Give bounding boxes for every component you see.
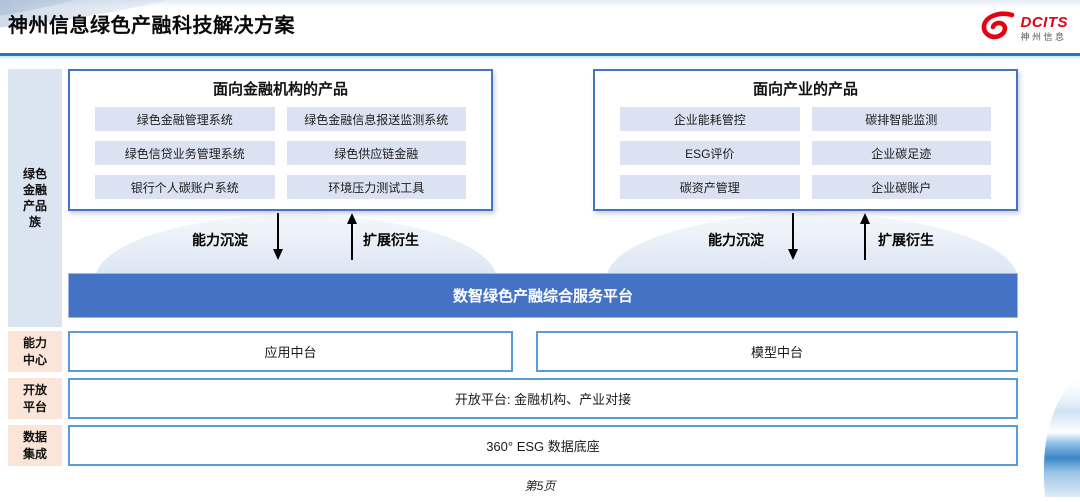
product-chip: 碳排智能监测 — [811, 107, 991, 131]
product-chip: 企业碳账户 — [811, 175, 991, 199]
row-box-app-middle-platform: 应用中台 — [68, 331, 513, 372]
flow-label-capability: 能力沉淀 — [708, 232, 764, 248]
group-box-industry-products: 面向产业的产品 企业能耗管控 碳排智能监测 ESG评价 企业碳足迹 碳资产管理 … — [593, 69, 1018, 211]
product-chip: 企业能耗管控 — [620, 107, 800, 131]
product-chip: 绿色信贷业务管理系统 — [95, 141, 275, 165]
up-arrow-icon — [345, 213, 359, 266]
product-chip: 绿色金融管理系统 — [95, 107, 275, 131]
chip-grid: 绿色金融管理系统 绿色金融信息报送监测系统 绿色信贷业务管理系统 绿色供应链金融… — [95, 107, 466, 199]
logo-brand-cn-text: 神州信息 — [1020, 32, 1067, 42]
product-chip: 环境压力测试工具 — [286, 175, 466, 199]
sidebar-item-capability-center: 能力 中心 — [8, 331, 62, 372]
flow-label-expand: 扩展衍生 — [878, 232, 934, 248]
product-chip: 绿色供应链金融 — [286, 141, 466, 165]
sidebar-item-green-finance-products: 绿色 金融 产品 族 — [8, 69, 62, 327]
bottom-right-swoosh-decoration — [1016, 375, 1080, 502]
logo-brand-text: DCITS — [1020, 14, 1068, 31]
platform-bar: 数智绿色产融综合服务平台 — [68, 273, 1018, 318]
row-box-model-middle-platform: 模型中台 — [536, 331, 1018, 372]
product-chip: 企业碳足迹 — [811, 141, 991, 165]
top-gradient-strip — [0, 0, 1080, 8]
row-box-esg-data-base: 360° ESG 数据底座 — [68, 425, 1018, 466]
group-title: 面向金融机构的产品 — [212, 81, 348, 98]
up-arrow-icon — [858, 213, 872, 266]
page-title: 神州信息绿色产融科技解决方案 — [8, 15, 295, 37]
sidebar-item-data-integration: 数据 集成 — [8, 425, 62, 466]
product-chip: ESG评价 — [620, 141, 800, 165]
down-arrow-icon — [271, 213, 285, 266]
header-divider — [0, 53, 1080, 56]
product-chip: 绿色金融信息报送监测系统 — [286, 107, 466, 131]
dcits-swirl-icon — [979, 10, 1017, 47]
product-chip: 银行个人碳账户系统 — [95, 175, 275, 199]
row-box-open-platform: 开放平台: 金融机构、产业对接 — [68, 378, 1018, 419]
group-title: 面向产业的产品 — [752, 81, 858, 98]
dome-decoration-layer — [0, 211, 1080, 273]
dcits-logo: DCITS 神州信息 — [979, 10, 1069, 47]
page-number: 第5页 — [524, 479, 556, 493]
flow-label-expand: 扩展衍生 — [363, 232, 419, 248]
chip-grid: 企业能耗管控 碳排智能监测 ESG评价 企业碳足迹 碳资产管理 企业碳账户 — [620, 107, 991, 199]
dome-decoration — [95, 215, 497, 273]
dome-decoration — [606, 214, 1018, 273]
header-divider-fade — [0, 56, 1080, 60]
product-chip: 碳资产管理 — [620, 175, 800, 199]
flow-label-capability: 能力沉淀 — [192, 232, 248, 248]
sidebar-item-open-platform: 开放 平台 — [8, 378, 62, 419]
group-box-financial-products: 面向金融机构的产品 绿色金融管理系统 绿色金融信息报送监测系统 绿色信贷业务管理… — [68, 69, 493, 211]
down-arrow-icon — [786, 213, 800, 266]
